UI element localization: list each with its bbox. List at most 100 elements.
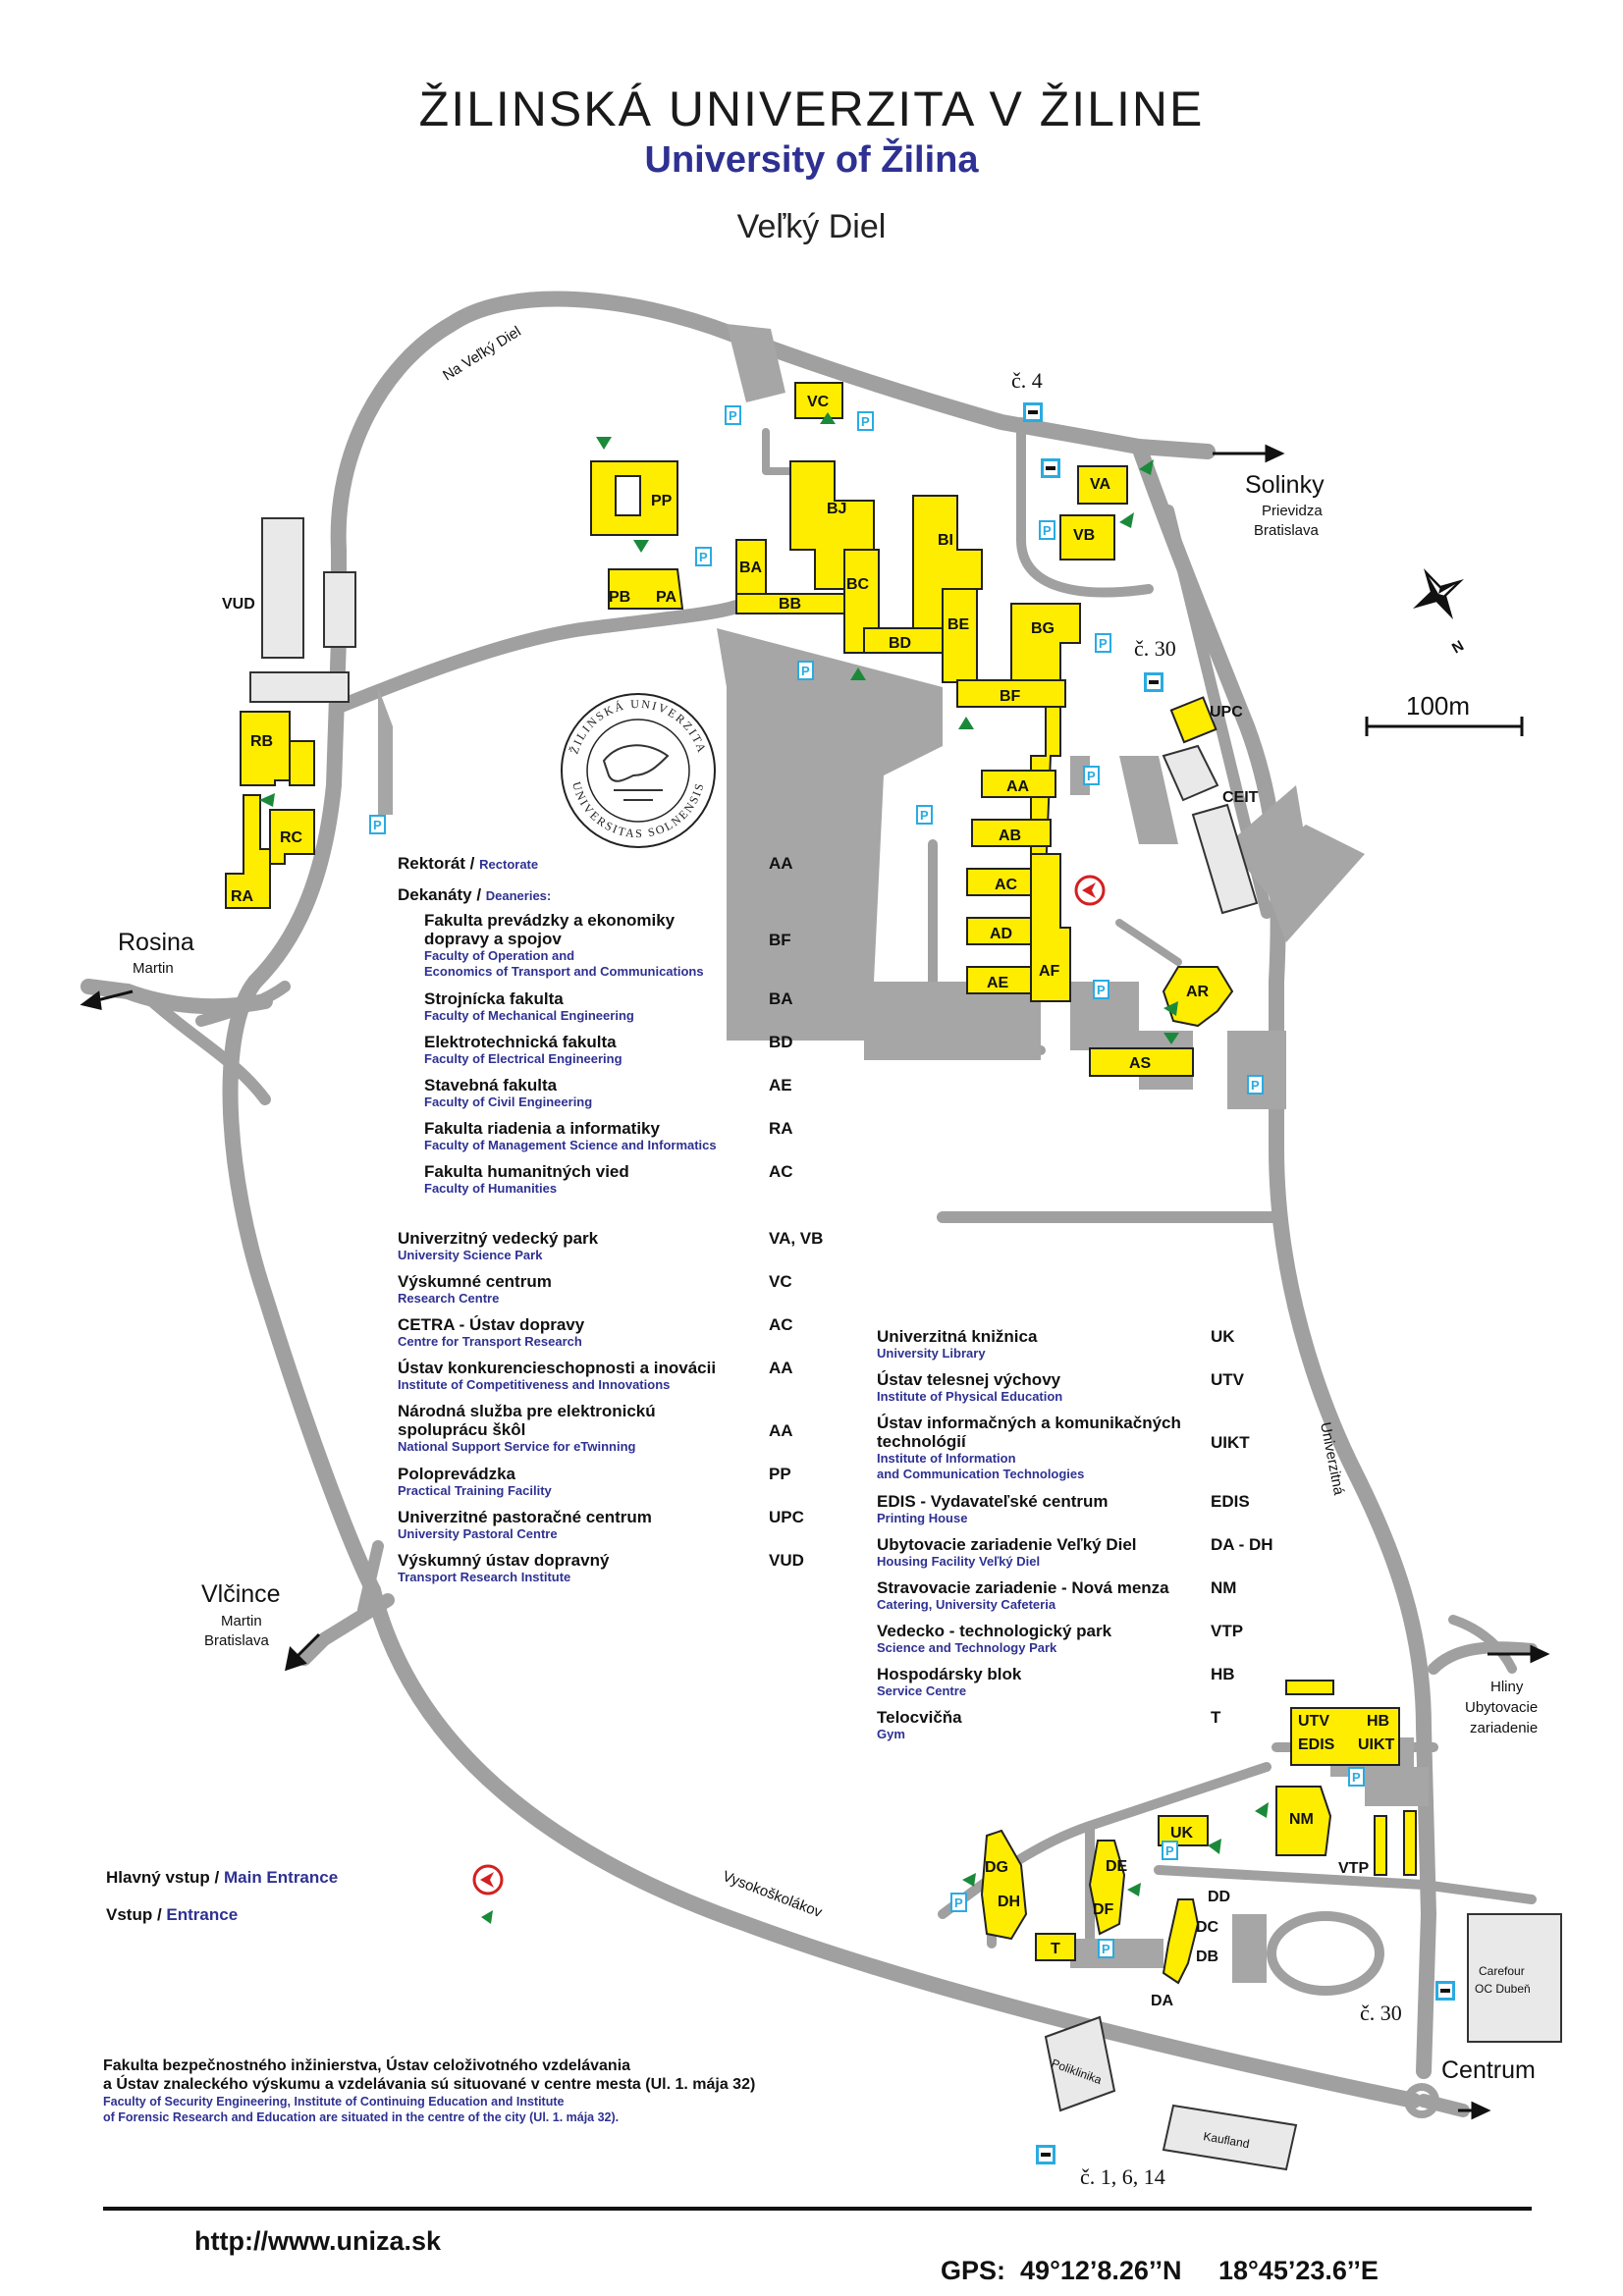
entrance-icon xyxy=(596,437,612,450)
parking-icon: P xyxy=(725,405,741,425)
building-ar[interactable] xyxy=(1162,966,1234,1028)
building-vtp1[interactable] xyxy=(1374,1815,1387,1876)
bus-stop-icon xyxy=(1144,672,1163,692)
entrance-icon xyxy=(820,412,836,424)
building-dc-db[interactable] xyxy=(1162,1898,1200,1985)
building-af[interactable] xyxy=(1030,853,1071,1002)
parking-icon: P xyxy=(950,1893,967,1912)
place-hliny-sub2: zariadenie xyxy=(1470,1720,1538,1736)
building-utv-hb[interactable] xyxy=(1290,1707,1400,1766)
bus-line-4: č. 4 xyxy=(1011,368,1043,393)
place-vlcince: Vlčince xyxy=(201,1580,281,1608)
label-uikt: UIKT xyxy=(1358,1736,1395,1753)
svg-text:P: P xyxy=(1102,1942,1110,1956)
scale-label: 100m xyxy=(1406,691,1470,721)
entrance-icon xyxy=(633,540,649,553)
building-pb-pa[interactable] xyxy=(608,568,684,610)
building-ab[interactable] xyxy=(971,819,1052,847)
entrance-icon xyxy=(1163,1001,1178,1016)
svg-text:P: P xyxy=(699,550,708,564)
building-upc[interactable] xyxy=(1169,696,1217,744)
legend-row-fpedas: Fakulta prevádzky a ekonomiky dopravy a … xyxy=(424,911,704,979)
svg-text:P: P xyxy=(1097,983,1106,997)
place-solinky-sub2: Bratislava xyxy=(1254,522,1320,539)
footer-url[interactable]: http://www.uniza.sk xyxy=(194,2226,442,2256)
building-ba[interactable] xyxy=(735,539,767,595)
building-bg[interactable] xyxy=(1010,603,1081,683)
label-hb: HB xyxy=(1367,1713,1389,1730)
parking-icon: P xyxy=(1348,1767,1365,1787)
building-nm[interactable] xyxy=(1275,1786,1332,1856)
svg-text:P: P xyxy=(1251,1078,1260,1093)
label-aa: AA xyxy=(1006,778,1030,795)
building-ad[interactable] xyxy=(966,917,1042,945)
building-ae[interactable] xyxy=(966,966,1032,994)
building-t[interactable] xyxy=(1035,1933,1076,1961)
entrance-legend-icon xyxy=(481,1910,493,1924)
building-annex[interactable] xyxy=(1285,1680,1334,1695)
parking-icon: P xyxy=(1095,633,1111,653)
building-as[interactable] xyxy=(1089,1047,1194,1077)
place-labels: Solinky Prievidza Bratislava Rosina Mart… xyxy=(118,471,1538,2151)
athletics-track xyxy=(1267,1911,1384,1996)
legend-icons xyxy=(472,1864,504,1924)
label-vc: VC xyxy=(807,394,830,410)
building-rb2[interactable] xyxy=(289,740,315,786)
bus-line-30-south: č. 30 xyxy=(1360,2001,1402,2025)
place-hliny-sub1: Ubytovacie xyxy=(1465,1699,1538,1716)
place-solinky-sub1: Prievidza xyxy=(1262,503,1323,519)
building-labels: VC PP PB PA BJ BI BA BB BC BD BE BG BF V… xyxy=(222,394,1395,2009)
label-t: T xyxy=(1051,1941,1060,1957)
parking-icon: P xyxy=(797,661,814,680)
building-rb[interactable] xyxy=(240,711,291,786)
label-ba: BA xyxy=(739,560,763,576)
place-vlcince-sub2: Bratislava xyxy=(204,1632,270,1649)
svg-text:P: P xyxy=(1352,1770,1361,1785)
parking-icon: P xyxy=(695,547,712,566)
building-de-df[interactable] xyxy=(1088,1840,1126,1936)
building-be[interactable] xyxy=(942,588,978,683)
label-ab: AB xyxy=(999,828,1021,844)
parking-markers: P P P P P P P P P P P P P P P xyxy=(369,405,1365,1958)
label-bi: BI xyxy=(938,532,953,549)
svg-text:P: P xyxy=(1165,1843,1174,1858)
svg-text:P: P xyxy=(729,408,737,423)
label-utv: UTV xyxy=(1298,1713,1329,1730)
label-vb: VB xyxy=(1073,527,1095,544)
university-seal-icon: ŽILINSKÁ UNIVERZITA UNIVERSITAS SOLNENSI… xyxy=(561,693,716,848)
gray-block xyxy=(1232,1919,1264,1978)
building-vc[interactable] xyxy=(794,382,843,419)
legend-row-fri: Fakulta riadenia a informatiky Faculty o… xyxy=(424,1119,717,1152)
bus-stop-icon xyxy=(1435,1981,1455,2001)
label-bb: BB xyxy=(779,596,801,613)
label-dc: DC xyxy=(1196,1919,1219,1936)
map-location-title: Veľký Diel xyxy=(736,208,887,245)
label-rc: RC xyxy=(280,829,303,846)
building-dg-dh[interactable] xyxy=(980,1829,1028,1941)
bus-stops xyxy=(1023,402,1455,2164)
label-df: DF xyxy=(1093,1901,1114,1918)
building-bf[interactable] xyxy=(956,679,1066,708)
legend-row-rectorate: Rektorát / Rectorate xyxy=(398,854,539,873)
building-vb[interactable] xyxy=(1059,514,1115,561)
label-bd: BD xyxy=(889,635,911,652)
entrance-icon xyxy=(1119,512,1134,528)
building-aa[interactable] xyxy=(981,770,1056,798)
entrance-icon xyxy=(1163,1033,1179,1044)
building-va[interactable] xyxy=(1077,465,1128,505)
place-solinky: Solinky xyxy=(1245,471,1325,499)
parking-icon: P xyxy=(1247,1075,1264,1095)
building-ra[interactable] xyxy=(225,794,271,909)
parking-icon: P xyxy=(1039,520,1055,540)
label-ceit: CEIT xyxy=(1222,789,1259,806)
building-vtp2[interactable] xyxy=(1403,1810,1417,1876)
label-dh: DH xyxy=(998,1894,1020,1910)
